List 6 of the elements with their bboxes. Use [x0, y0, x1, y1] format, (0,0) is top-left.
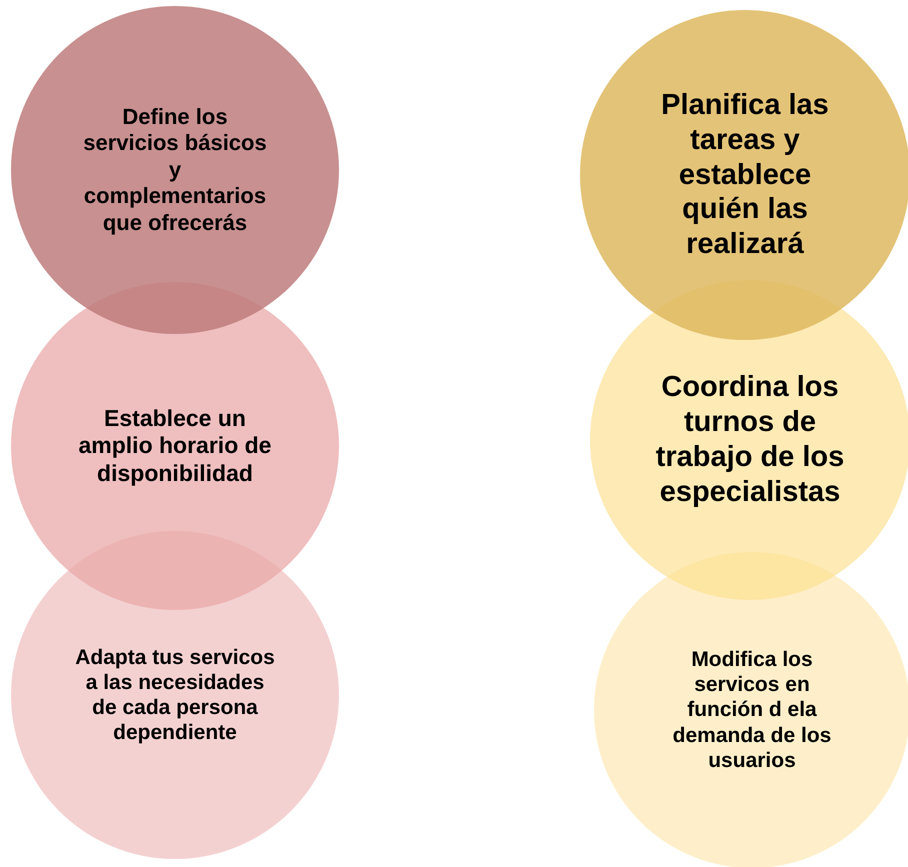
- node-text: Establece un amplio horario de disponibilidad: [78, 404, 272, 488]
- node-text: Adapta tus servicos a las necesidades de cada persona dependiente: [75, 644, 275, 746]
- node-text: Planifica las tareas y establece quién las realizará: [660, 88, 830, 262]
- node-text: Modifica los servicos en función d ela demanda de los usuarios: [672, 647, 832, 773]
- node-text: Define los servicios básicos y complementarios que ofrecerás: [82, 104, 268, 236]
- node-text: Coordina los turnos de trabajo de los especialistas: [654, 370, 846, 510]
